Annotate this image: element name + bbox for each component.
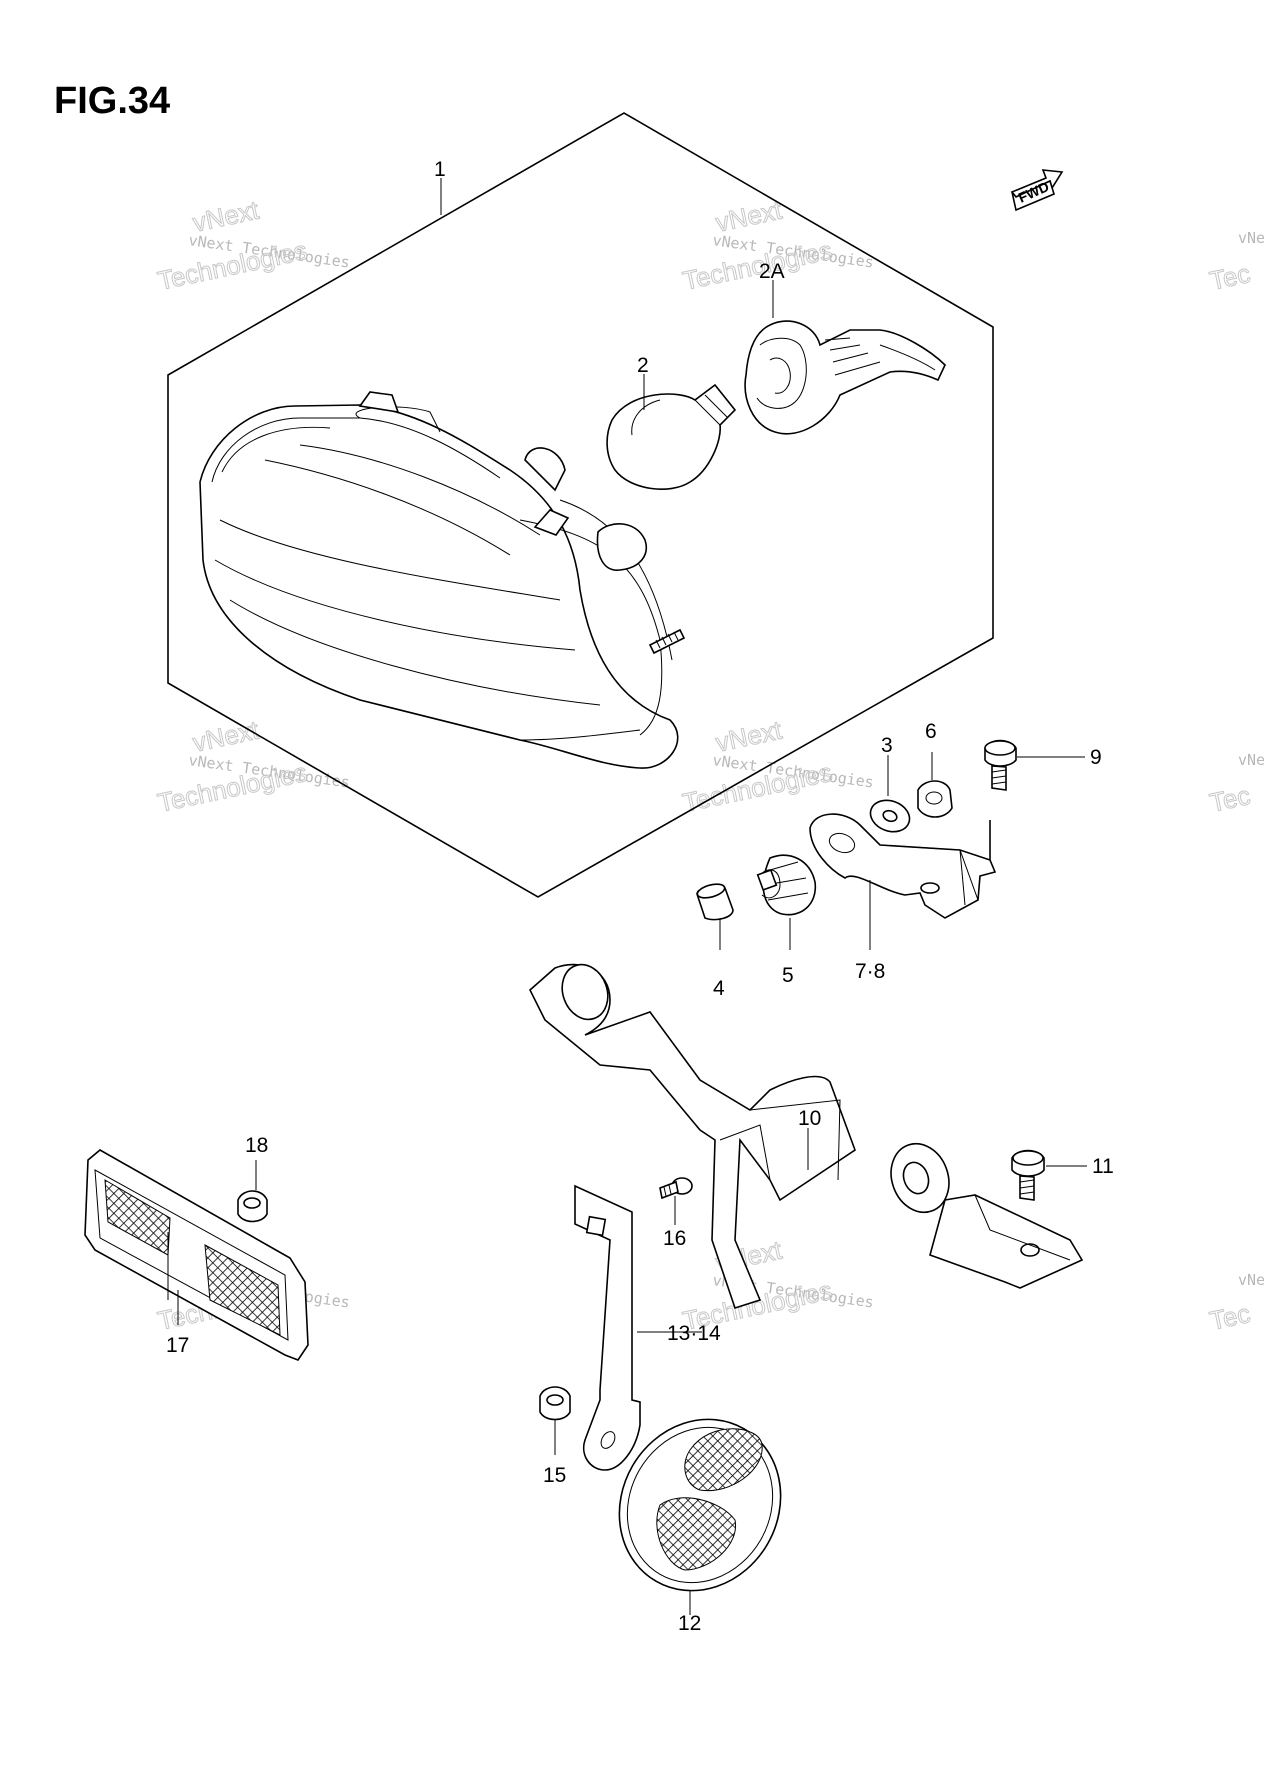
svg-text:vNe: vNe <box>1238 1271 1265 1289</box>
flange-nut <box>917 780 953 818</box>
socket <box>744 320 946 435</box>
callout-6: 6 <box>925 720 937 743</box>
collar <box>696 883 734 921</box>
screw <box>659 1177 693 1200</box>
callout-12: 12 <box>678 1612 701 1635</box>
callout-11: 11 <box>1092 1155 1114 1178</box>
watermark-mid-center: vNext vNext Technologies Technologies <box>680 714 875 818</box>
callout-5: 5 <box>782 964 794 987</box>
leader-lines <box>177 178 1087 1615</box>
fwd-arrow-icon: FWD <box>1010 169 1064 212</box>
callout-16: 16 <box>663 1227 686 1250</box>
svg-text:vNext: vNext <box>713 195 785 238</box>
lamp-bracket <box>809 813 997 919</box>
callout-1: 1 <box>434 158 446 181</box>
svg-text:vNext: vNext <box>713 715 785 758</box>
grommet-nut <box>756 854 816 916</box>
watermark-mid-left: vNext vNext Technologies Technologies <box>155 714 351 818</box>
figure-title: FIG.34 <box>54 80 170 122</box>
rectangular-reflector <box>84 1149 309 1361</box>
bracket-bolt <box>1011 1149 1045 1201</box>
svg-text:Tec: Tec <box>1207 1298 1253 1336</box>
washer <box>869 799 911 833</box>
main-bracket <box>529 963 1084 1310</box>
callout-7-8: 7·8 <box>855 960 885 983</box>
callout-13-14: 13·14 <box>667 1322 721 1345</box>
watermark-top-left: vNext vNext Technologies Technologies <box>155 194 351 296</box>
svg-text:Tec: Tec <box>1207 258 1253 296</box>
callout-17: 17 <box>166 1334 189 1357</box>
callout-18: 18 <box>245 1134 268 1157</box>
svg-text:vNe: vNe <box>1238 229 1265 247</box>
callout-2: 2 <box>637 354 649 377</box>
callout-15: 15 <box>543 1464 566 1487</box>
callout-2a: 2A <box>759 260 785 283</box>
svg-text:vNext: vNext <box>190 195 262 238</box>
callout-10: 10 <box>798 1107 821 1130</box>
callout-9: 9 <box>1090 746 1102 769</box>
watermark-right-edge: vNe Tec vNe Tec vNe Tec <box>1207 229 1266 1336</box>
watermark-low-center: vNext vNext Technologies Technologies <box>680 1234 875 1336</box>
reflector-nut <box>539 1386 571 1421</box>
callout-3: 3 <box>881 734 893 757</box>
assembly-outline <box>167 112 994 898</box>
reflector-nut-small <box>237 1190 268 1223</box>
bulb <box>606 383 737 490</box>
svg-text:Tec: Tec <box>1207 780 1253 818</box>
reflector-bracket <box>574 1184 641 1471</box>
svg-text:vNe: vNe <box>1238 751 1265 769</box>
tail-lamp-housing <box>199 391 686 769</box>
flange-bolt <box>984 739 1017 791</box>
round-reflector <box>618 1418 782 1592</box>
svg-text:vNext: vNext <box>190 715 262 758</box>
callout-4: 4 <box>713 977 725 1000</box>
